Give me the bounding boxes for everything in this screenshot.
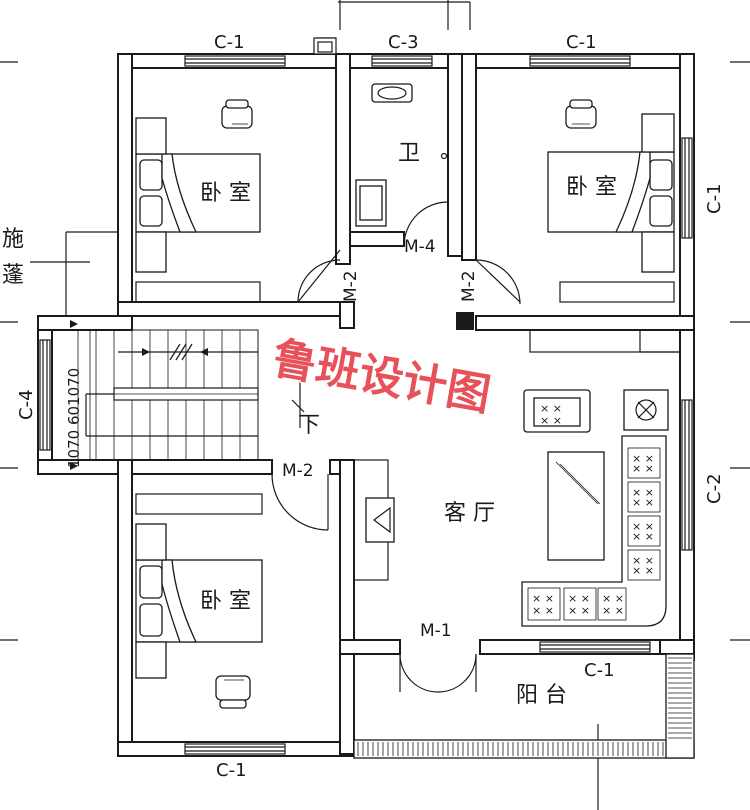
bed-sw [135, 493, 263, 709]
label-c3-top: C-3 [388, 32, 419, 53]
staircase: 1070 601070 下 [51, 320, 320, 470]
label-c1-top-right: C-1 [566, 32, 597, 53]
room-label-bathroom: 卫 [398, 141, 420, 166]
watermark: 鲁班设计图 [269, 333, 495, 421]
svg-text:× ×: × × [540, 414, 562, 427]
room-label-balcony: 阳 台 [516, 683, 567, 708]
window-c2-right [681, 399, 693, 551]
label-c4-left: C-4 [16, 389, 37, 420]
balcony-railing [353, 653, 695, 759]
label-m2-right: M-2 [459, 270, 479, 302]
label-c1-top-left: C-1 [214, 32, 245, 53]
svg-text:× ×: × × [632, 496, 654, 509]
svg-text:× ×: × × [568, 604, 590, 617]
doors [271, 37, 521, 693]
label-c1-right: C-1 [704, 183, 725, 214]
svg-text:× ×: × × [602, 592, 624, 605]
stair-dimension: 1070 601070 [65, 368, 83, 468]
label-m2-lower: M-2 [282, 461, 314, 481]
room-label-bedroom-nw: 卧 室 [200, 181, 251, 206]
label-c2-right: C-2 [704, 473, 725, 504]
svg-text:× ×: × × [632, 462, 654, 475]
windows [39, 55, 693, 755]
window-c1-balcony [539, 641, 651, 653]
window-c1-top-left [184, 55, 286, 67]
room-label-living-room: 客 厅 [444, 501, 495, 526]
window-c1-bottom [184, 743, 286, 755]
label-m1: M-1 [420, 621, 452, 641]
bathroom-fixtures [355, 83, 448, 227]
bed-nw [135, 99, 261, 303]
svg-text:× ×: × × [632, 452, 654, 465]
room-label-bedroom-ne: 卧 室 [566, 175, 617, 200]
window-c3-top [371, 55, 433, 67]
window-c1-top-right [529, 55, 631, 67]
svg-text:× ×: × × [532, 604, 554, 617]
room-label-bedroom-sw: 卧 室 [200, 589, 251, 614]
svg-text:× ×: × × [602, 604, 624, 617]
label-m2-left: M-2 [341, 270, 361, 302]
svg-text:× ×: × × [540, 402, 562, 415]
window-c1-right [681, 137, 693, 239]
living-furniture: × ×× × × ×× × × ×× × × ×× × × ×× × × ×× … [353, 329, 681, 627]
svg-text:× ×: × × [532, 592, 554, 605]
edge-text-1: 施 [2, 227, 24, 252]
window-c4-left [39, 339, 51, 451]
svg-text:× ×: × × [632, 564, 654, 577]
bed-ne [547, 99, 675, 303]
svg-text:× ×: × × [632, 530, 654, 543]
svg-text:× ×: × × [568, 592, 590, 605]
svg-text:× ×: × × [632, 520, 654, 533]
label-c1-bottom: C-1 [216, 760, 247, 781]
label-c1-balcony: C-1 [584, 660, 615, 681]
svg-text:× ×: × × [632, 486, 654, 499]
edge-text-2: 蓬 [2, 263, 24, 288]
stair-direction: 下 [298, 413, 320, 438]
svg-text:× ×: × × [632, 554, 654, 567]
label-m4: M-4 [404, 237, 436, 257]
